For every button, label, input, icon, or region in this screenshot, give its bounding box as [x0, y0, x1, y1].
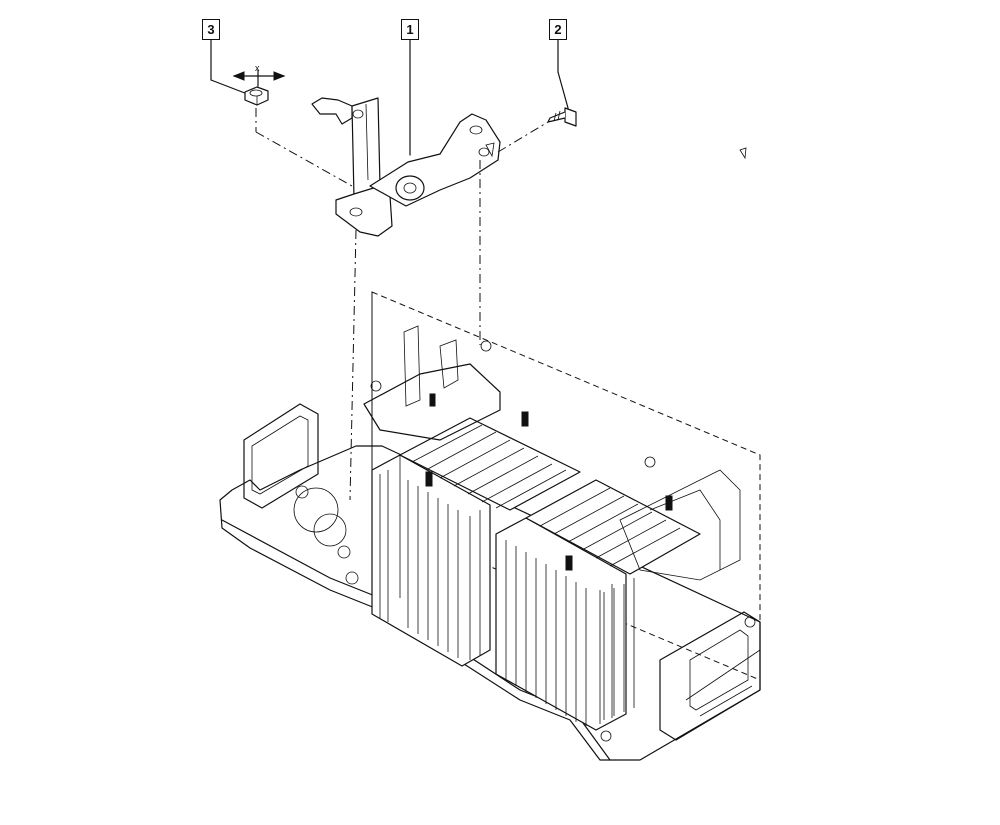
callout-3: 3: [202, 19, 220, 40]
battery-assembly: [219, 291, 761, 761]
torque-arrow-icon: [232, 69, 286, 87]
bracket-part: [311, 97, 747, 237]
bolt-part: [547, 107, 577, 127]
callout-1: 1: [401, 19, 419, 40]
alignment-lines: [255, 108, 549, 501]
callout-leaders: [210, 36, 569, 156]
nut-part: [244, 86, 269, 106]
callout-2: 2: [549, 19, 567, 40]
dimension-label: x: [255, 63, 260, 73]
